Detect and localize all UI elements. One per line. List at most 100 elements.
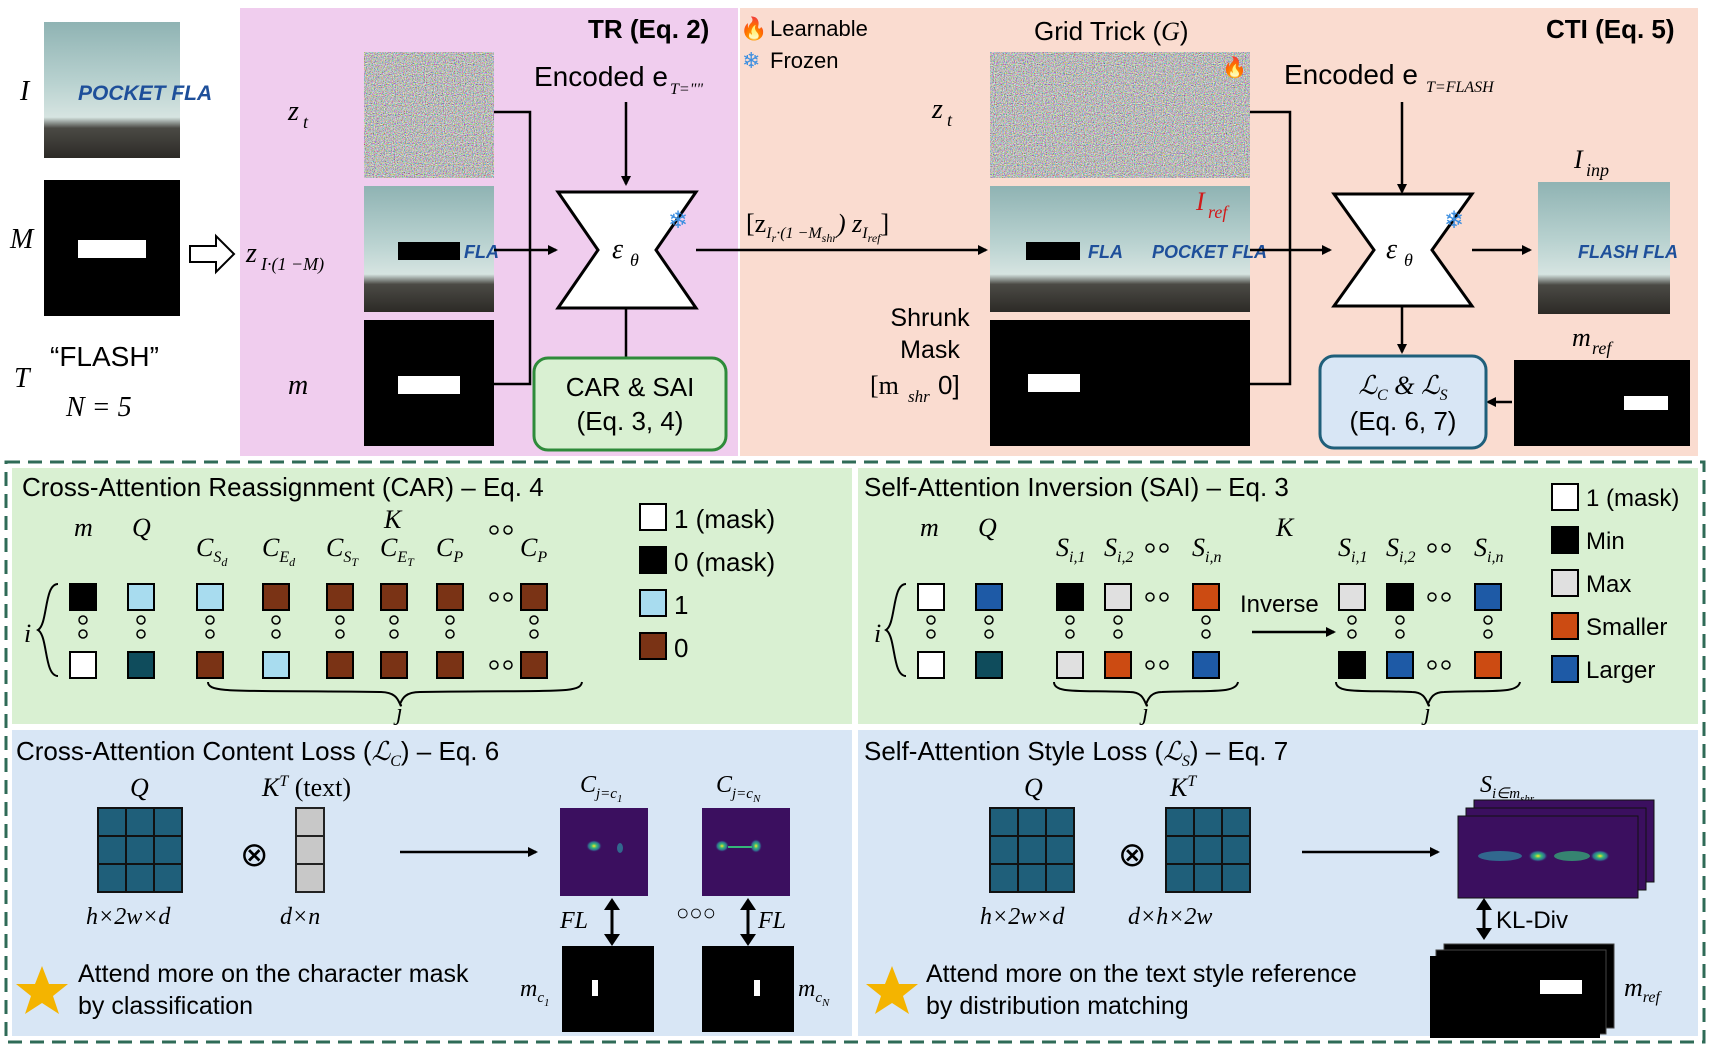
sai-legend-label: Larger: [1586, 657, 1655, 684]
i-ref-label: I: [1195, 187, 1206, 216]
svg-text:ℒC & ℒS: ℒC & ℒS: [1358, 371, 1447, 404]
svg-text:(Eq. 6, 7): (Eq. 6, 7): [1350, 406, 1457, 436]
svg-text:j: j: [393, 700, 403, 726]
query-cell-bottom: [127, 651, 155, 679]
style-ref-mask-stack: [1430, 943, 1615, 1038]
flame-icon: 🔥: [740, 16, 767, 41]
svg-text:Q: Q: [132, 513, 151, 542]
tr-zmasked-sub: I·(1 −M): [260, 254, 324, 275]
sai-cell: [1338, 583, 1366, 611]
cti-zt-label: z: [931, 94, 943, 125]
text-prompt: “FLASH”: [50, 341, 159, 372]
lc-title: Cross-Attention Content Loss (ℒC) – Eq. …: [16, 736, 499, 770]
sai-cell: [1192, 651, 1220, 679]
svg-text:h×2w×d: h×2w×d: [980, 904, 1065, 930]
svg-text:i: i: [24, 619, 31, 648]
svg-text:K: K: [383, 505, 403, 534]
tr-zt-label: z: [287, 96, 299, 127]
svg-text:mcN: mcN: [798, 976, 830, 1009]
label-T: T: [14, 363, 32, 394]
car-cell: [520, 651, 548, 679]
svg-text:j: j: [1139, 700, 1149, 726]
shrunk-label-1: Shrunk: [890, 304, 970, 332]
star-icon: [16, 966, 68, 1014]
car-cell: [436, 583, 464, 611]
car-cell: [196, 583, 224, 611]
shrunk-mask: [990, 320, 1250, 446]
content-loss-panel: Cross-Attention Content Loss (ℒC) – Eq. …: [12, 730, 852, 1036]
svg-text:KT: KT: [1169, 773, 1197, 802]
tr-zmasked-label: z: [245, 238, 257, 269]
svg-text:j: j: [1421, 700, 1431, 726]
sai-title: Self-Attention Inversion (SAI) – Eq. 3: [864, 472, 1289, 502]
sai-cell: [1338, 651, 1366, 679]
sai-cell: [1104, 651, 1132, 679]
car-legend-swatch: [639, 503, 667, 531]
car-legend-swatch: [639, 632, 667, 660]
hollow-arrow-icon: [189, 233, 236, 275]
tr-m-label: m: [288, 370, 308, 401]
key-text-column: [295, 807, 325, 893]
label-I: I: [19, 76, 31, 107]
query-cell-top: [127, 583, 155, 611]
svg-text:t: t: [947, 110, 953, 130]
svg-text:K: K: [1275, 513, 1295, 542]
attention-map-cN: [702, 808, 790, 896]
svg-text:FLASH FLA: FLASH FLA: [1578, 242, 1678, 262]
car-legend-label: 1: [674, 590, 688, 620]
mask-cell-top: [69, 583, 97, 611]
detail-frame: [4, 460, 1706, 1044]
style-key-grid-icon: [1165, 807, 1251, 893]
sai-query-cell-top: [975, 583, 1003, 611]
svg-text:Q: Q: [1024, 773, 1043, 802]
svg-text:FLA: FLA: [1088, 242, 1123, 262]
ls-title: Self-Attention Style Loss (ℒS) – Eq. 7: [864, 736, 1288, 770]
char-mask-cN: [702, 946, 794, 1032]
car-matrix: [69, 583, 548, 679]
legend-snowflake-icon: ❄: [742, 48, 760, 73]
svg-text:θ: θ: [630, 250, 639, 270]
svg-text:m: m: [920, 513, 939, 542]
sai-legend-label: Min: [1586, 528, 1625, 555]
car-legend-swatch: [639, 546, 667, 574]
car-cell: [326, 651, 354, 679]
svg-text:T=FLASH: T=FLASH: [1426, 79, 1495, 96]
car-cell: [262, 651, 290, 679]
inverse-label: Inverse: [1240, 591, 1319, 618]
car-cell: [262, 583, 290, 611]
car-sai-box: CAR & SAI (Eq. 3, 4): [532, 356, 728, 452]
tr-encoded-label: Encoded e: [534, 61, 668, 92]
ls-note-1: Attend more on the text style reference: [926, 960, 1357, 988]
sai-mask-cell-top: [917, 583, 945, 611]
svg-text:0]: 0]: [938, 370, 960, 400]
shrunk-label-2: Mask: [900, 336, 960, 364]
sai-cell: [1056, 651, 1084, 679]
inputs-column: I POCKET FLA M T “FLASH” N = 5: [9, 22, 236, 423]
tr-mask: [364, 320, 494, 446]
svg-text:FL: FL: [559, 908, 588, 934]
kl-div-label: KL-Div: [1496, 907, 1568, 934]
cti-snowflake-icon: ❄: [1444, 207, 1464, 234]
svg-text:Q: Q: [130, 773, 149, 802]
sai-legend-swatch: [1551, 483, 1579, 511]
snowflake-icon: ❄: [668, 207, 688, 234]
svg-text:shr: shr: [908, 387, 930, 406]
ellipsis-icon: ○○○: [676, 900, 716, 925]
tr-encoded-sub: T="": [670, 81, 703, 98]
car-cell: [196, 651, 224, 679]
sai-legend-swatch: [1551, 612, 1579, 640]
style-loss-panel: Self-Attention Style Loss (ℒS) – Eq. 7 Q…: [858, 730, 1698, 1038]
car-cell: [436, 651, 464, 679]
concat-label: [zIr·(1 −Mshr) zIref]: [746, 209, 889, 245]
query-grid-icon: [97, 807, 183, 893]
tensor-product-icon: ⊗: [240, 836, 269, 874]
cti-unet-icon: ε θ ❄: [1331, 192, 1475, 308]
shrunk-label-3: [m: [870, 371, 899, 400]
car-title: Cross-Attention Reassignment (CAR) – Eq.…: [22, 472, 544, 502]
legend-learnable: Learnable: [770, 16, 868, 41]
sai-panel: Self-Attention Inversion (SAI) – Eq. 3 m…: [858, 468, 1698, 726]
i-inp-label: I: [1573, 145, 1584, 174]
svg-text:CAR & SAI: CAR & SAI: [566, 372, 695, 402]
